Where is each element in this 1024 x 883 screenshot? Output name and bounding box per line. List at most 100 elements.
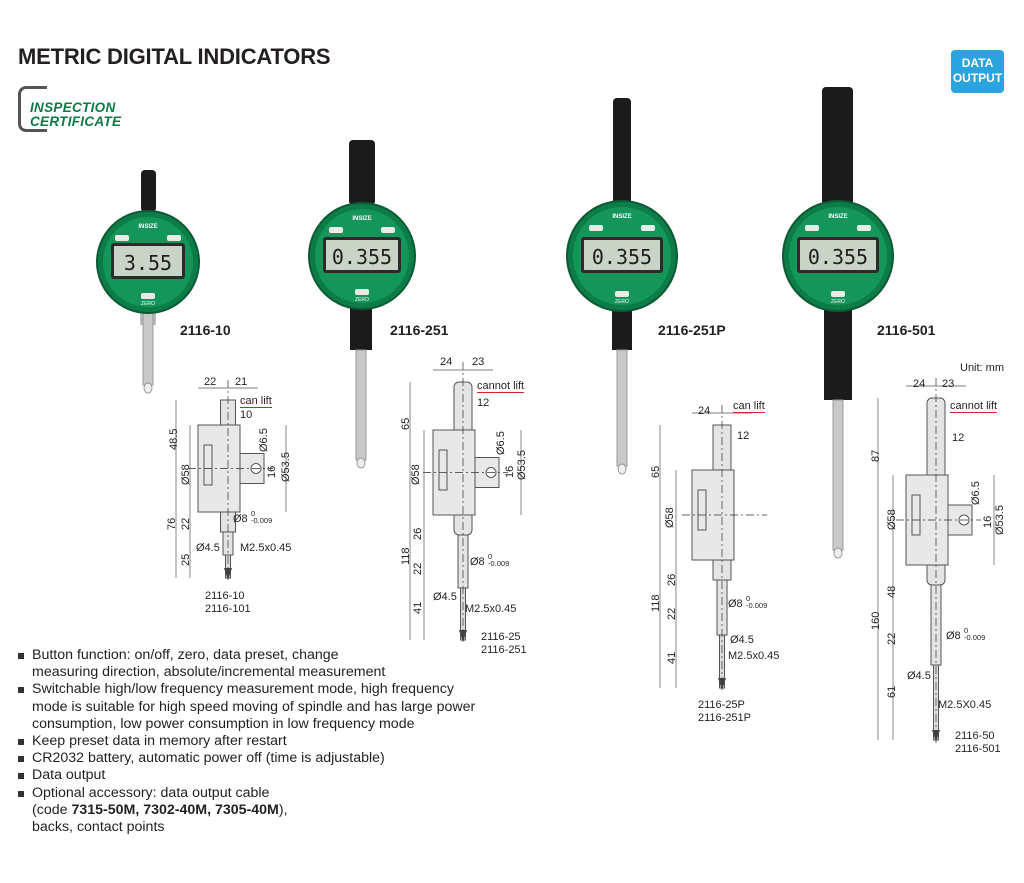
dimension-h-total: 160 — [870, 611, 882, 630]
technical-drawing — [175, 380, 287, 583]
dimension-h-top: 65 — [650, 465, 662, 478]
battery-cover — [203, 444, 213, 486]
dimension-w1: 22 — [204, 376, 217, 388]
dimension-h-spindle: 61 — [886, 685, 898, 698]
top-stem — [349, 140, 375, 205]
dimension-lift: can lift — [733, 400, 765, 413]
dimension-d-sleeve: Ø8 — [946, 630, 961, 642]
dimension-h-total: 118 — [650, 594, 662, 612]
dimension-h-total: 118 — [400, 547, 412, 565]
model-label: 2116-501 — [877, 322, 936, 338]
function-button[interactable] — [381, 227, 395, 233]
dimension-thread: M2.5x0.45 — [728, 650, 780, 662]
dimension-d-spindle: Ø4.5 — [730, 634, 754, 646]
technical-drawing — [877, 378, 995, 745]
dimension-w1: 24 — [698, 405, 711, 417]
dimension-lug: 16 — [982, 515, 994, 528]
lcd-screen — [326, 240, 398, 270]
variant-model-label: 2116-50 — [955, 730, 995, 742]
dimension-h-spindle: 25 — [180, 553, 192, 566]
lower-tube — [612, 305, 632, 350]
feature-item: Button function: on/off, zero, data pres… — [18, 647, 475, 681]
zero-button[interactable] — [615, 291, 629, 297]
zero-button[interactable] — [831, 291, 845, 297]
dimension-d-back: Ø53.5 — [280, 452, 292, 482]
function-button[interactable] — [167, 235, 181, 241]
lcd-screen — [114, 246, 182, 276]
dimension-d-body: Ø58 — [180, 464, 192, 485]
dimension-stem: 12 — [737, 430, 750, 442]
brand-logo: INSIZE — [352, 216, 371, 222]
certificate-line1: INSPECTION — [30, 100, 116, 115]
dimension-stem: 12 — [952, 432, 965, 444]
variant-model-label: 2116-10 — [205, 590, 245, 602]
battery-cover — [697, 489, 707, 531]
function-button[interactable] — [641, 225, 655, 231]
dimension-d-back: Ø53.5 — [994, 505, 1006, 535]
dimension-d-spindle: Ø4.5 — [907, 670, 931, 682]
dimension-d-body: Ø58 — [886, 509, 898, 530]
dimension-h-sleeve: 22 — [666, 607, 678, 620]
dimension-thread: M2.5x0.45 — [465, 603, 517, 615]
model-label: 2116-251P — [658, 322, 726, 338]
code-prefix: (code — [32, 801, 72, 818]
feature-text: (code 7315-50M, 7302-40M, 7305-40M), — [32, 802, 475, 819]
dimension-d-lug: Ø6.5 — [258, 428, 270, 452]
lower-tube — [824, 305, 852, 400]
feature-item: Data output — [18, 767, 475, 784]
dimension-d-back: Ø53.5 — [516, 450, 528, 480]
dimension-h-mid: 48 — [886, 585, 898, 598]
variant-model-label: 2116-251 — [481, 644, 527, 656]
feature-text: measuring direction, absolute/incrementa… — [32, 664, 386, 681]
variant-model-label: 2116-25 — [481, 631, 521, 643]
function-button[interactable] — [329, 227, 343, 233]
dimension-d-sleeve: Ø8 — [470, 556, 485, 568]
top-stem — [822, 87, 853, 205]
dimension-w2: 23 — [472, 356, 485, 368]
model-label: 2116-251 — [390, 322, 449, 338]
lcd-reading: 0.355 — [808, 245, 868, 269]
battery-cover — [911, 494, 921, 536]
variant-model-label: 2116-101 — [205, 603, 251, 615]
page-title: METRIC DIGITAL INDICATORS — [18, 44, 331, 69]
accessory-codes: 7315-50M, 7302-40M, 7305-40M — [71, 801, 279, 818]
function-button[interactable] — [805, 225, 819, 231]
zero-button[interactable] — [355, 289, 369, 295]
dimension-h-sleeve: 22 — [412, 562, 424, 575]
dimension-h-total: 76 — [166, 517, 178, 530]
contact-point — [143, 382, 153, 394]
spindle — [355, 349, 367, 461]
dimension-d-body: Ø58 — [410, 464, 422, 485]
spindle — [142, 309, 154, 386]
dimension-lug: 16 — [504, 465, 516, 478]
function-button[interactable] — [589, 225, 603, 231]
code-suffix: ), — [278, 801, 288, 818]
variant-model-label: 2116-251P — [698, 712, 752, 724]
dimension-tol: 0 -0.009 — [251, 509, 273, 525]
dimension-h-mid: 26 — [666, 573, 678, 586]
certificate-line2: CERTIFICATE — [30, 114, 122, 129]
bullet-icon — [18, 790, 24, 797]
dimension-h-top: 87 — [870, 449, 882, 462]
zero-label: ZERO — [615, 299, 629, 305]
lcd-reading: 0.355 — [592, 245, 652, 269]
function-button[interactable] — [857, 225, 871, 231]
feature-text: CR2032 battery, automatic power off (tim… — [32, 750, 385, 767]
zero-button[interactable] — [141, 293, 155, 299]
top-stem — [141, 170, 156, 212]
feature-item: Switchable high/low frequency measuremen… — [18, 681, 475, 733]
dimension-thread: M2.5x0.45 — [240, 542, 292, 554]
dimension-thread: M2.5X0.45 — [938, 699, 992, 711]
feature-text: Button function: on/off, zero, data pres… — [32, 647, 339, 663]
unit-label: Unit: mm — [960, 362, 1004, 374]
feature-text: Optional accessory: data output cable — [32, 784, 270, 801]
dimension-h-sleeve: 22 — [180, 517, 192, 530]
function-button[interactable] — [115, 235, 129, 241]
dimension-stem: 12 — [477, 397, 490, 409]
contact-point — [833, 547, 843, 559]
dimension-h-mid: 26 — [412, 527, 424, 540]
top-stem — [613, 98, 631, 205]
